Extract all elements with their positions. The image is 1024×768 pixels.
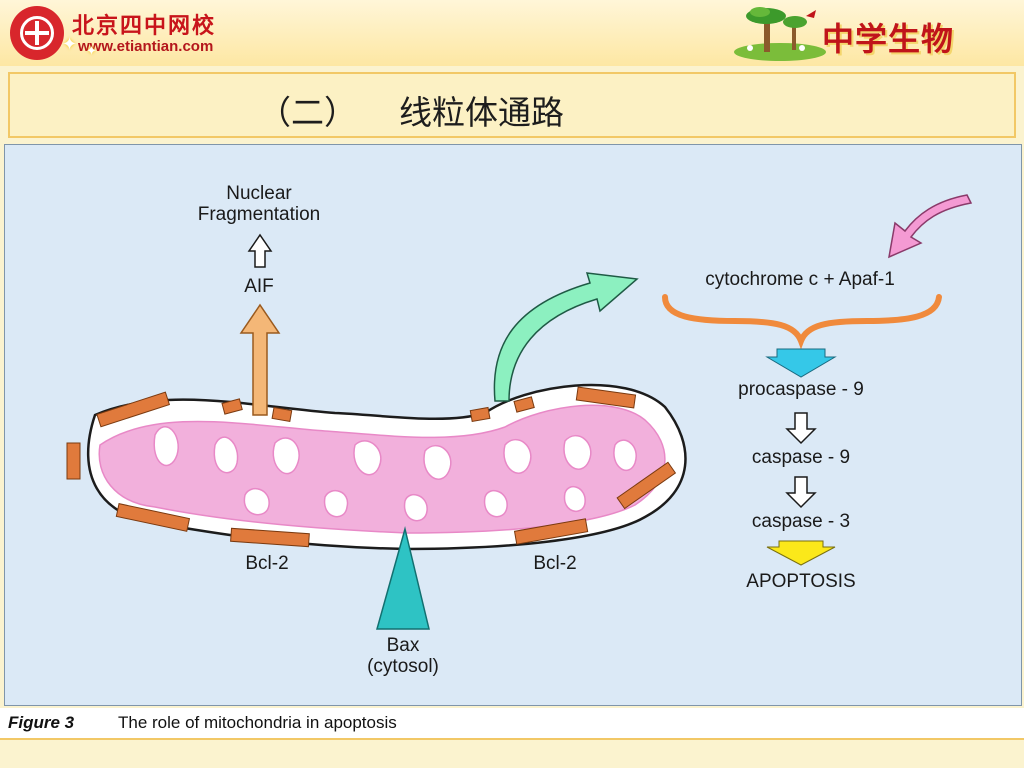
procaspase-activation-arrow xyxy=(765,348,837,378)
school-logo-icon xyxy=(10,6,64,60)
caption-label: Figure 3 xyxy=(8,713,75,732)
caspase9-to-caspase3-arrow xyxy=(785,476,817,509)
brand-title: 中学生物 xyxy=(822,20,955,58)
bax-label: Bax xyxy=(387,635,420,656)
cytosol-label: (cytosol) xyxy=(367,656,439,677)
procaspase9-label: procaspase - 9 xyxy=(738,379,864,400)
tree-landscape-icon xyxy=(734,7,826,61)
sparkle-icon: ✦ xyxy=(62,34,78,55)
nuclear-fragmentation-arrow xyxy=(247,233,273,268)
site-header: 北京四中网校 www.etiantian.com ✦ ✦ 中学生物 xyxy=(0,0,1024,66)
cytochrome-apaf1-label: cytochrome c + Apaf-1 xyxy=(705,269,895,290)
bcl2-proteins xyxy=(66,386,677,548)
title-bar: （二） 线粒体通路 xyxy=(8,72,1016,138)
figure-caption: Figure 3 The role of mitochondria in apo… xyxy=(0,708,1024,738)
apoptosis-arrow xyxy=(766,540,836,566)
cytochrome-release-arrow xyxy=(493,272,639,402)
footer-strip xyxy=(0,738,1024,768)
apaf1-incoming-arrow xyxy=(888,194,973,259)
fragmentation-label: Fragmentation xyxy=(198,204,321,225)
bax-triangle xyxy=(376,526,430,630)
school-name: 北京四中网校 xyxy=(72,13,217,39)
sparkle-icon: ✦ xyxy=(86,44,97,59)
bcl2-right-label: Bcl-2 xyxy=(533,553,576,574)
nuclear-label: Nuclear xyxy=(226,183,292,204)
caspase3-label: caspase - 3 xyxy=(752,511,850,532)
bcl2-left-label: Bcl-2 xyxy=(245,553,288,574)
school-url-link[interactable]: www.etiantian.com xyxy=(78,38,214,55)
apoptosis-label: APOPTOSIS xyxy=(746,571,855,592)
slide-title: （二） 线粒体通路 xyxy=(258,93,564,132)
merge-bracket xyxy=(662,294,942,350)
mitochondrion-matrix xyxy=(98,404,666,534)
caspase9-label: caspase - 9 xyxy=(752,447,850,468)
procaspase-to-caspase9-arrow xyxy=(785,412,817,445)
aif-release-arrow xyxy=(239,303,281,416)
pathway-diagram: Nuclear Fragmentation AIF cytochrome c +… xyxy=(66,183,973,677)
mitochondria-apoptosis-figure: Nuclear Fragmentation AIF cytochrome c +… xyxy=(4,144,1022,706)
aif-label: AIF xyxy=(244,276,274,297)
caption-text: The role of mitochondria in apoptosis xyxy=(118,713,397,732)
